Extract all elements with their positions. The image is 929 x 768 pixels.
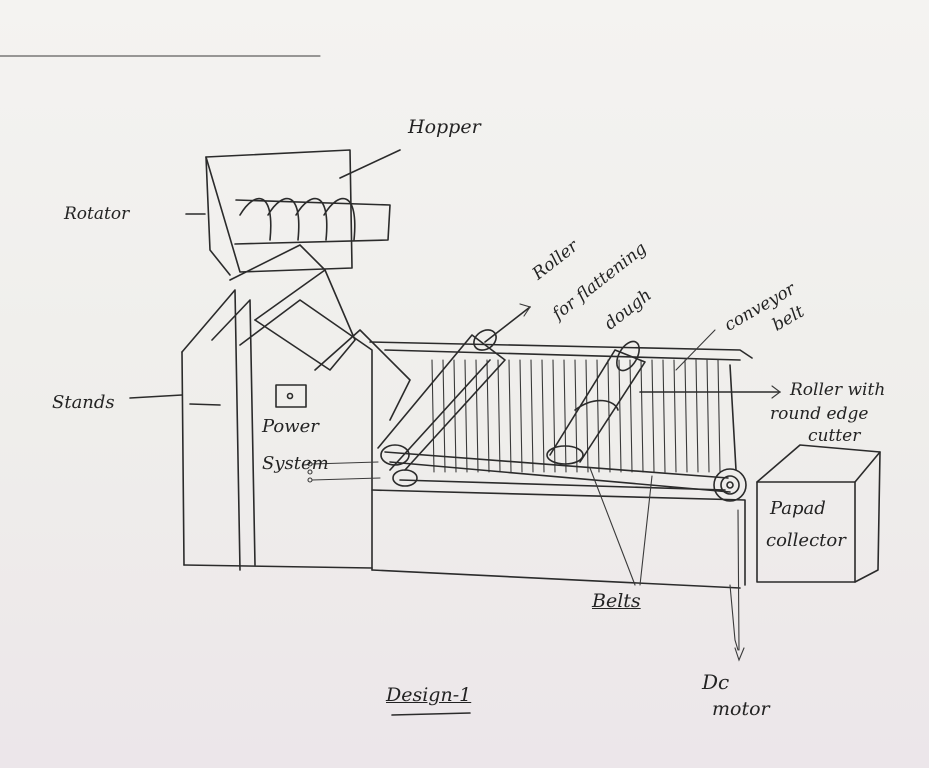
label-collector-line1: Papad <box>770 500 826 519</box>
flattening-roller <box>378 307 530 486</box>
label-hopper: Hopper <box>408 118 481 138</box>
belt-rib-line <box>575 360 577 472</box>
belt-rib-line <box>630 360 632 472</box>
belt-rib-line <box>718 360 720 472</box>
belt-rib-line <box>619 360 621 472</box>
label-collector-line2: collector <box>766 532 846 551</box>
belt-rib-line <box>476 360 478 472</box>
belt-rib-line <box>685 360 687 472</box>
belt-rib-line <box>707 360 709 472</box>
belt-rib-line <box>696 360 698 472</box>
belt-rib-line <box>674 360 676 472</box>
belt-rib-line <box>498 360 500 472</box>
label-roller-cutter-line1: Roller with <box>790 382 885 400</box>
belt-rib-line <box>663 360 665 472</box>
belt-rib-line <box>520 360 522 472</box>
rotator-coil <box>186 199 355 240</box>
label-stands: Stands <box>52 394 115 413</box>
label-roller-cutter-line2: round edge <box>770 406 868 424</box>
hopper <box>206 150 400 275</box>
belt-rib-line <box>641 360 643 472</box>
stands-frame <box>130 290 372 570</box>
label-rotator: Rotator <box>64 206 129 224</box>
belt-rib-line <box>542 360 544 472</box>
drive-belts <box>385 452 730 585</box>
belt-rib-line <box>509 360 511 472</box>
belt-rib-line <box>586 360 588 472</box>
belt-rib-line <box>465 360 467 472</box>
label-roller-cutter-line3: cutter <box>808 428 860 446</box>
design-title-underline <box>392 713 470 715</box>
belt-rib-line <box>564 360 566 472</box>
design-title: Design-1 <box>386 686 471 706</box>
belt-rib-line <box>443 360 445 472</box>
dc-motor-pulley <box>714 469 746 660</box>
label-motor-line1: Dc <box>702 672 729 693</box>
label-power-line2: System <box>262 455 329 474</box>
belt-rib-line <box>652 360 654 472</box>
belt-rib-line <box>553 360 555 472</box>
belt-rib-line <box>531 360 533 472</box>
label-motor-line2: motor <box>712 700 770 720</box>
label-power-line1: Power <box>262 418 319 437</box>
label-belts: Belts <box>592 592 641 612</box>
